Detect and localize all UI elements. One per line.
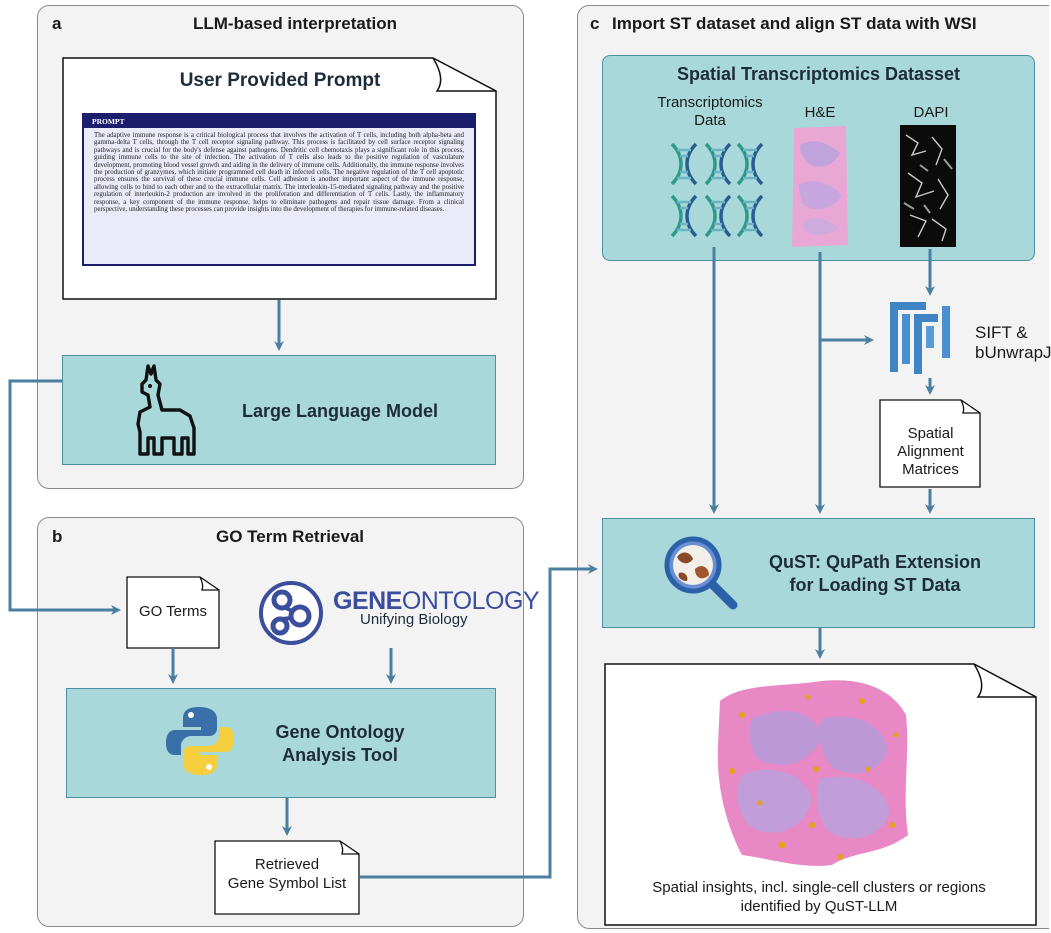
dna-icon xyxy=(670,142,764,238)
panel-b-letter: b xyxy=(52,527,63,546)
align-line1: Spatial xyxy=(907,425,954,442)
sift-label-line1: SIFT & xyxy=(975,323,1028,342)
transcriptomics-label-line2: Data xyxy=(694,112,726,129)
user-prompt-title: User Provided Prompt xyxy=(179,70,381,91)
llm-box xyxy=(62,355,496,465)
qust-line2: for Loading ST Data xyxy=(789,575,961,595)
transcriptomics-label-line1: Transcriptomics xyxy=(657,94,763,111)
retrieved-line2: Gene Symbol List xyxy=(227,875,347,892)
magnifier-icon xyxy=(664,536,738,610)
go-analysis-tool-box xyxy=(66,688,496,798)
geneontology-logo xyxy=(259,581,323,645)
sift-label-line2: bUnwrapJ xyxy=(975,344,1051,362)
insight-line2: identified by QuST-LLM xyxy=(740,898,898,915)
prompt-text: The adaptive immune response is a critic… xyxy=(94,132,464,214)
panel-c-letter: c xyxy=(590,14,600,33)
st-dataset-title: Spatial Transcriptomics Datasset xyxy=(676,64,961,84)
llm-label: Large Language Model xyxy=(241,401,439,421)
panel-b-title: GO Term Retrieval xyxy=(215,527,365,546)
go-terms-label: GO Terms xyxy=(138,603,208,620)
qust-line1: QuST: QuPath Extension xyxy=(768,552,982,572)
prompt-header: PROMPT xyxy=(84,115,474,128)
he-tissue-image xyxy=(792,126,848,247)
geneontology-tagline: Unifying Biology xyxy=(360,611,468,628)
fiji-icon xyxy=(890,302,950,374)
panel-a-letter: a xyxy=(52,14,62,33)
python-icon xyxy=(166,707,234,775)
insight-line1: Spatial insights, incl. single-cell clus… xyxy=(652,879,986,896)
he-label: H&E xyxy=(804,104,836,121)
go-terms-document xyxy=(126,576,220,649)
go-tool-line2: Analysis Tool xyxy=(282,745,398,765)
spatial-result-image xyxy=(712,675,912,870)
dapi-label: DAPI xyxy=(913,104,949,121)
dapi-image xyxy=(900,125,956,247)
retrieved-line1: Retrieved xyxy=(254,856,320,873)
align-line3: Matrices xyxy=(902,461,959,478)
alignment-matrices-document xyxy=(879,399,982,489)
retrieved-gene-list-document xyxy=(214,840,360,915)
align-line2: Alignment xyxy=(897,443,964,460)
panel-c-title: Import ST dataset and align ST data with… xyxy=(612,14,977,33)
prompt-box: PROMPT The adaptive immune response is a… xyxy=(82,113,476,266)
go-tool-line1: Gene Ontology xyxy=(275,722,405,742)
llama-icon xyxy=(136,364,196,456)
panel-a-title: LLM-based interpretation xyxy=(192,14,397,33)
